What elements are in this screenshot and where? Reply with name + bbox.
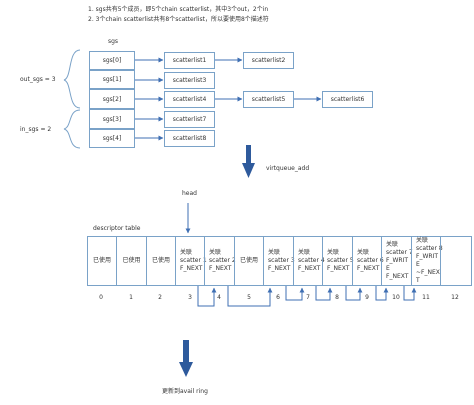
link-6-7 (285, 286, 305, 301)
descriptor-0: 已使用 (87, 236, 116, 286)
link-7-8 (315, 286, 333, 301)
descriptor-10: 关联 scatter 7 F_WRIT E F_NEXT (381, 236, 413, 286)
descriptor-10-text: 关联 scatter 7 F_WRIT E F_NEXT (386, 241, 413, 280)
index-12: 12 (451, 294, 459, 301)
scatterlist-2: scatterlist2 (243, 52, 294, 69)
virtqueue-add-big-arrow (242, 145, 255, 178)
note-2: 2. 3个chain scatterlist共有8个scatterlist，所以… (88, 16, 269, 23)
descriptor-4-text: 关联 scatter 2 F_NEXT (209, 249, 236, 272)
descriptor-6-text: 关联 scatter 3 F_NEXT (268, 249, 295, 272)
head-label: head (182, 190, 197, 197)
scatterlist-6: scatterlist6 (322, 91, 373, 108)
descriptor-2-text: 已使用 (151, 257, 170, 264)
descriptor-4: 关联 scatter 2 F_NEXT (204, 236, 236, 286)
descriptor-6: 关联 scatter 3 F_NEXT (263, 236, 295, 286)
update-avail-ring-label: 更新到avail ring (162, 388, 208, 395)
sgs-item-0: sgs[0] (89, 51, 135, 70)
index-8: 8 (335, 294, 339, 301)
sgs-item-4: sgs[4] (89, 129, 135, 148)
descriptor-1: 已使用 (116, 236, 146, 286)
link-4-6 (227, 286, 273, 307)
descriptor-5: 已使用 (234, 236, 263, 286)
descriptor-1-text: 已使用 (122, 257, 141, 264)
out-sgs-brace (63, 49, 81, 109)
index-1: 1 (129, 294, 133, 301)
scatterlist-1: scatterlist1 (164, 52, 215, 69)
scatterlist-3: scatterlist3 (164, 72, 215, 89)
update-big-arrow (179, 340, 193, 377)
index-9: 9 (365, 294, 369, 301)
sgs-item-1: sgs[1] (89, 70, 135, 89)
index-7: 7 (306, 294, 310, 301)
link-10-11 (403, 286, 417, 301)
index-11: 11 (422, 294, 430, 301)
descriptor-12 (440, 236, 472, 286)
descriptor-2: 已使用 (146, 236, 175, 286)
index-3: 3 (188, 294, 192, 301)
sgs-item-2: sgs[2] (89, 89, 135, 109)
index-5: 5 (247, 294, 251, 301)
descriptor-0-text: 已使用 (92, 257, 111, 264)
descriptor-8-text: 关联 scatter 5 F_NEXT (327, 249, 354, 272)
index-2: 2 (158, 294, 162, 301)
index-4: 4 (217, 294, 221, 301)
scatterlist-8: scatterlist8 (164, 130, 215, 147)
descriptor-5-text: 已使用 (239, 257, 258, 264)
virtqueue-add-label: virtqueue_add (266, 165, 310, 172)
descriptor-8: 关联 scatter 5 F_NEXT (322, 236, 354, 286)
scatterlist-7: scatterlist7 (164, 111, 215, 128)
scatterlist-4: scatterlist4 (164, 91, 215, 108)
link-9-10 (375, 286, 389, 301)
index-6: 6 (276, 294, 280, 301)
note-1: 1. sgs共有5个成员，即5个chain scatterlist，其中3个ou… (88, 6, 269, 13)
scatterlist-5: scatterlist5 (243, 91, 294, 108)
out-sgs-label: out_sgs = 3 (20, 76, 56, 83)
index-10: 10 (392, 294, 400, 301)
index-0: 0 (99, 294, 103, 301)
descriptor-table-title: descriptor table (93, 225, 141, 232)
in-sgs-label: in_sgs = 2 (20, 126, 52, 133)
link-8-9 (345, 286, 363, 301)
sgs-title: sgs (108, 38, 119, 45)
in-sgs-brace (63, 109, 81, 149)
link-3-4 (197, 286, 217, 307)
sgs-item-3: sgs[3] (89, 109, 135, 129)
